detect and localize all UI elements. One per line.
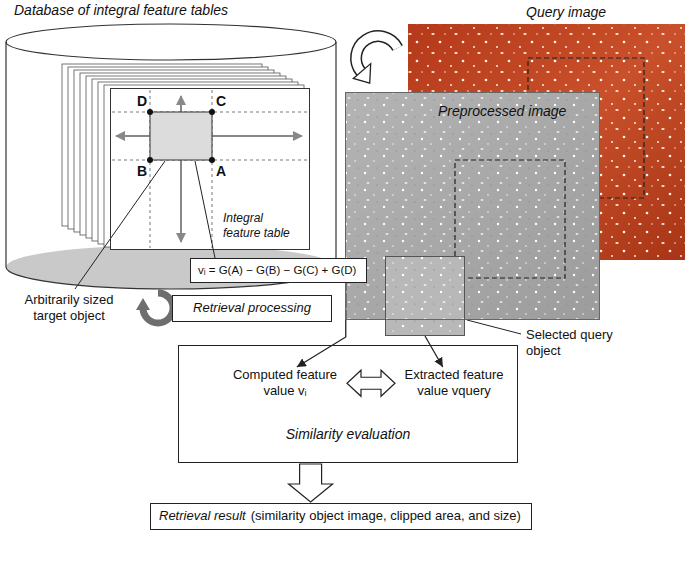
leader-line	[195, 161, 215, 258]
node-text: Computed feature value vᵢ	[226, 367, 344, 400]
node-text: (similarity object image, clipped area, …	[251, 508, 521, 524]
flow-arrow	[425, 336, 443, 367]
callout-label: Arbitrarily sized target object	[8, 292, 130, 325]
cylinder-outline	[4, 22, 338, 292]
preprocessed-texture	[345, 92, 600, 320]
node-text: Similarity evaluation	[179, 426, 517, 444]
corner-dot	[147, 109, 153, 115]
cylinder-lines	[6, 24, 336, 289]
node-text: Retrieval processing	[193, 300, 311, 316]
feature-value: Extracted feature value vquery	[398, 367, 510, 400]
block-arrow	[289, 464, 333, 502]
corner-dot	[209, 109, 215, 115]
query-patch	[385, 256, 465, 336]
node-text: Preprocessed image	[438, 103, 566, 121]
preprocessed-image: Preprocessed image	[345, 92, 600, 320]
query-patch-texture	[385, 256, 465, 336]
node-text: Extracted feature value vquery	[398, 367, 510, 400]
corner-dot	[209, 157, 215, 163]
cylinder-side	[335, 42, 336, 267]
cylinder-side	[5, 42, 6, 267]
preprocessed-photo	[345, 92, 600, 320]
guide-lines	[112, 90, 308, 248]
formula-box: vᵢ = G(A) − G(B) − G(C) + G(D)	[190, 258, 367, 283]
front-table-fill	[110, 88, 310, 250]
loop-arrow-head	[136, 298, 150, 310]
process-arrow-outline	[356, 36, 398, 72]
node-text: vᵢ = G(A) − G(B) − G(C) + G(D)	[198, 263, 356, 277]
process-arrow-head	[353, 64, 370, 84]
corner-dot	[147, 157, 153, 163]
node-text: Selected query object	[526, 327, 621, 360]
result-box: Retrieval result (similarity object image…	[150, 503, 532, 530]
evaluation-box: Similarity evaluation Computed feature va…	[178, 345, 518, 463]
process-box: Retrieval processing	[172, 295, 332, 322]
leader-line	[467, 320, 521, 334]
process-arrow	[356, 36, 398, 72]
query-image: Query image	[408, 24, 685, 260]
node-text: Integral feature table	[223, 211, 303, 241]
target-object	[150, 112, 212, 160]
corner-label: D	[137, 93, 147, 111]
block-arrow	[347, 370, 395, 396]
cylinder-top	[6, 24, 336, 60]
corner-label: A	[216, 163, 226, 181]
corner-label: B	[137, 163, 147, 181]
node-text: Query image	[526, 4, 606, 22]
node-text: Database of integral feature tables	[14, 2, 228, 20]
query-region	[455, 160, 565, 278]
feature-value: Computed feature value vᵢ	[226, 367, 344, 400]
query-object: Selected query object	[385, 256, 465, 336]
node-text: Retrieval result	[159, 508, 246, 524]
database-cylinder: Database of integral feature tablesInteg…	[4, 22, 338, 292]
corner-label: C	[216, 93, 226, 111]
corner-points	[147, 109, 215, 163]
leader-line	[75, 161, 165, 289]
